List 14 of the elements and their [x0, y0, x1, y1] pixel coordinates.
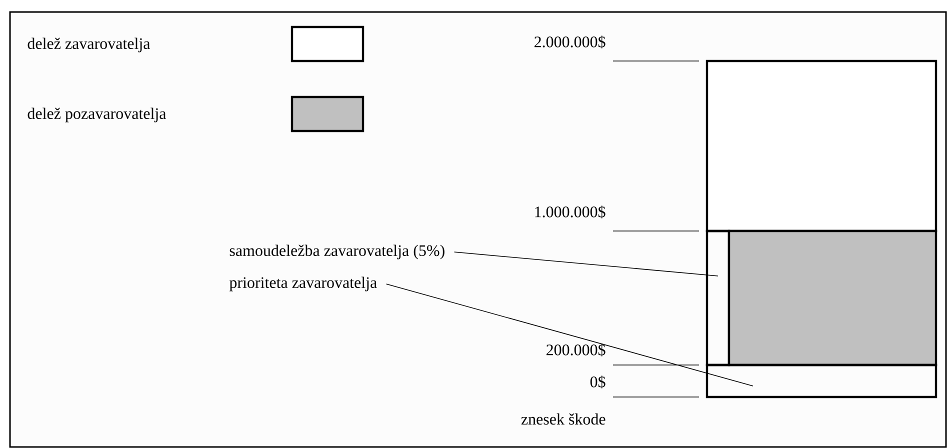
- scale-label: 200.000$: [546, 344, 606, 356]
- callout-text: samoudeležba zavarovatelja (5%): [230, 244, 444, 260]
- scale-label: znesek škode: [521, 413, 606, 425]
- scale-label: 0$: [590, 376, 606, 388]
- scale-label: 2.000.000$: [534, 36, 606, 48]
- leader-line: [454, 252, 718, 276]
- scale-label: 1.000.000$: [535, 206, 606, 218]
- priority-band: [706, 364, 938, 398]
- legend-label: delež zavarovatelja: [28, 38, 150, 52]
- leader-line: [386, 284, 754, 386]
- legend-label: delež pozavarovatelja: [28, 108, 166, 122]
- callout-text: prioriteta zavarovatelja: [229, 276, 377, 292]
- reinsurer-share-box: [728, 230, 938, 366]
- insurer-share-box: [706, 60, 938, 232]
